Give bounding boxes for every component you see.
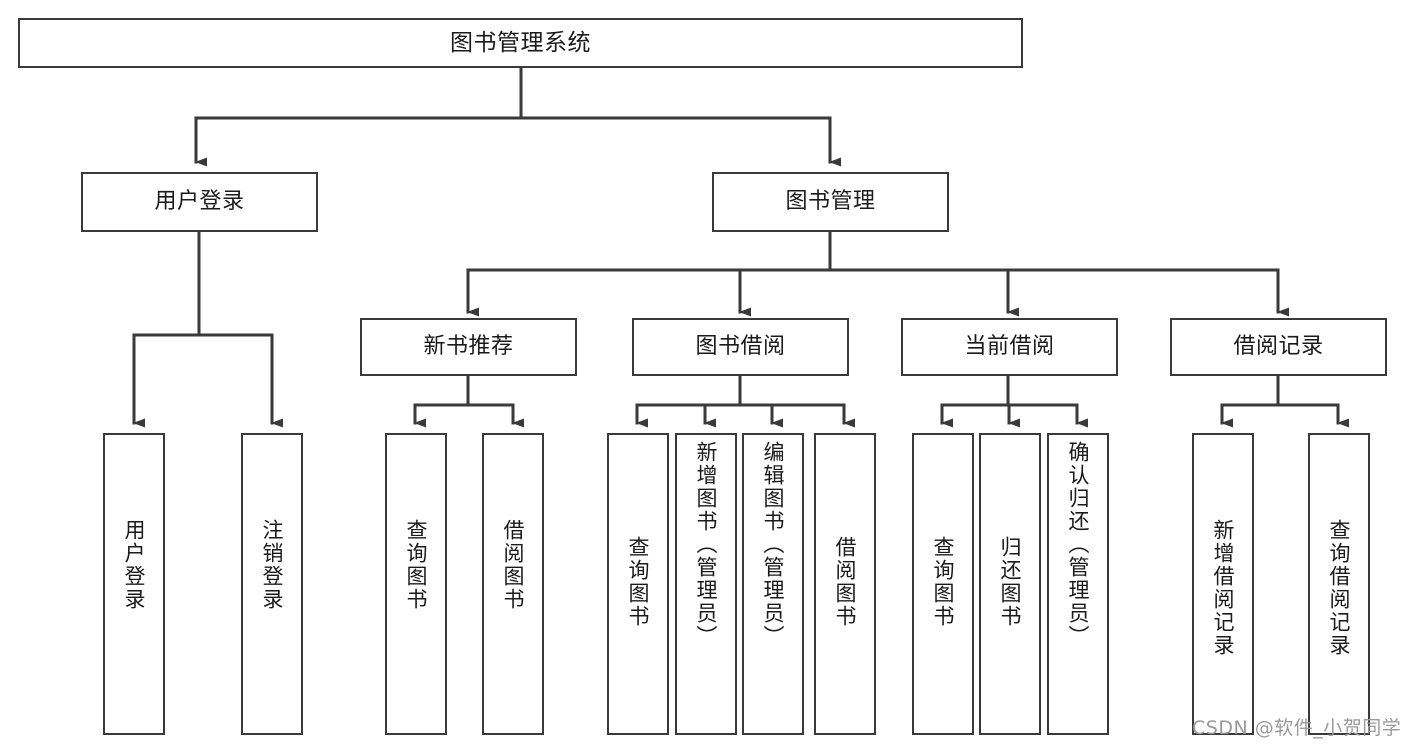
leaf-new-book-borrow-book[interactable]: 借阅图书 xyxy=(482,433,544,735)
node-book-borrow[interactable]: 图书借阅 xyxy=(632,318,849,376)
leaf-book-borrow-borrow-book[interactable]: 借阅图书 xyxy=(814,433,876,735)
node-label: 查询图书 xyxy=(626,536,651,628)
leaf-user-login-logout[interactable]: 注销登录 xyxy=(241,433,303,735)
node-label: 新书推荐 xyxy=(423,334,514,359)
node-borrow-record[interactable]: 借阅记录 xyxy=(1170,318,1387,376)
leaf-borrow-record-query-record[interactable]: 查询借阅记录 xyxy=(1308,433,1370,735)
node-label: 图书管理系统 xyxy=(450,29,591,56)
node-label: 图书管理 xyxy=(785,189,876,214)
node-label: 新增借阅记录 xyxy=(1211,519,1236,657)
leaf-book-borrow-add-book-admin[interactable]: 新增图书（管理员） xyxy=(675,433,737,735)
leaf-current-borrow-query-book[interactable]: 查询图书 xyxy=(912,433,974,735)
node-label: 归还图书 xyxy=(998,536,1023,628)
node-new-book-recommend[interactable]: 新书推荐 xyxy=(360,318,577,376)
leaf-book-borrow-query-book[interactable]: 查询图书 xyxy=(607,433,669,735)
leaf-current-borrow-confirm-return-admin[interactable]: 确认归还（管理员） xyxy=(1047,433,1109,735)
node-book-management[interactable]: 图书管理 xyxy=(712,172,949,232)
leaf-new-book-query-book[interactable]: 查询图书 xyxy=(385,433,447,735)
node-label: 借阅记录 xyxy=(1233,334,1324,359)
leaf-current-borrow-return-book[interactable]: 归还图书 xyxy=(979,433,1041,735)
node-current-borrow[interactable]: 当前借阅 xyxy=(901,318,1118,376)
node-label: 注销登录 xyxy=(260,519,285,611)
node-root-book-management-system[interactable]: 图书管理系统 xyxy=(18,18,1023,68)
leaf-user-login-login[interactable]: 用户登录 xyxy=(103,433,165,735)
node-label: 确认归还（管理员） xyxy=(1066,441,1091,648)
node-label: 查询借阅记录 xyxy=(1327,519,1352,657)
watermark: CSDN @软件_小贺同学 xyxy=(1192,717,1402,739)
node-label: 图书借阅 xyxy=(695,334,786,359)
node-user-login[interactable]: 用户登录 xyxy=(81,172,318,232)
node-label: 借阅图书 xyxy=(501,519,526,611)
node-label: 查询图书 xyxy=(404,519,429,611)
node-label: 用户登录 xyxy=(122,519,147,611)
node-label: 编辑图书（管理员） xyxy=(761,441,786,648)
node-label: 新增图书（管理员） xyxy=(694,441,719,648)
leaf-book-borrow-edit-book-admin[interactable]: 编辑图书（管理员） xyxy=(742,433,804,735)
node-label: 查询图书 xyxy=(931,536,956,628)
node-label: 借阅图书 xyxy=(833,536,858,628)
node-label: 用户登录 xyxy=(154,189,245,214)
node-label: 当前借阅 xyxy=(964,334,1055,359)
leaf-borrow-record-add-record[interactable]: 新增借阅记录 xyxy=(1192,433,1254,735)
